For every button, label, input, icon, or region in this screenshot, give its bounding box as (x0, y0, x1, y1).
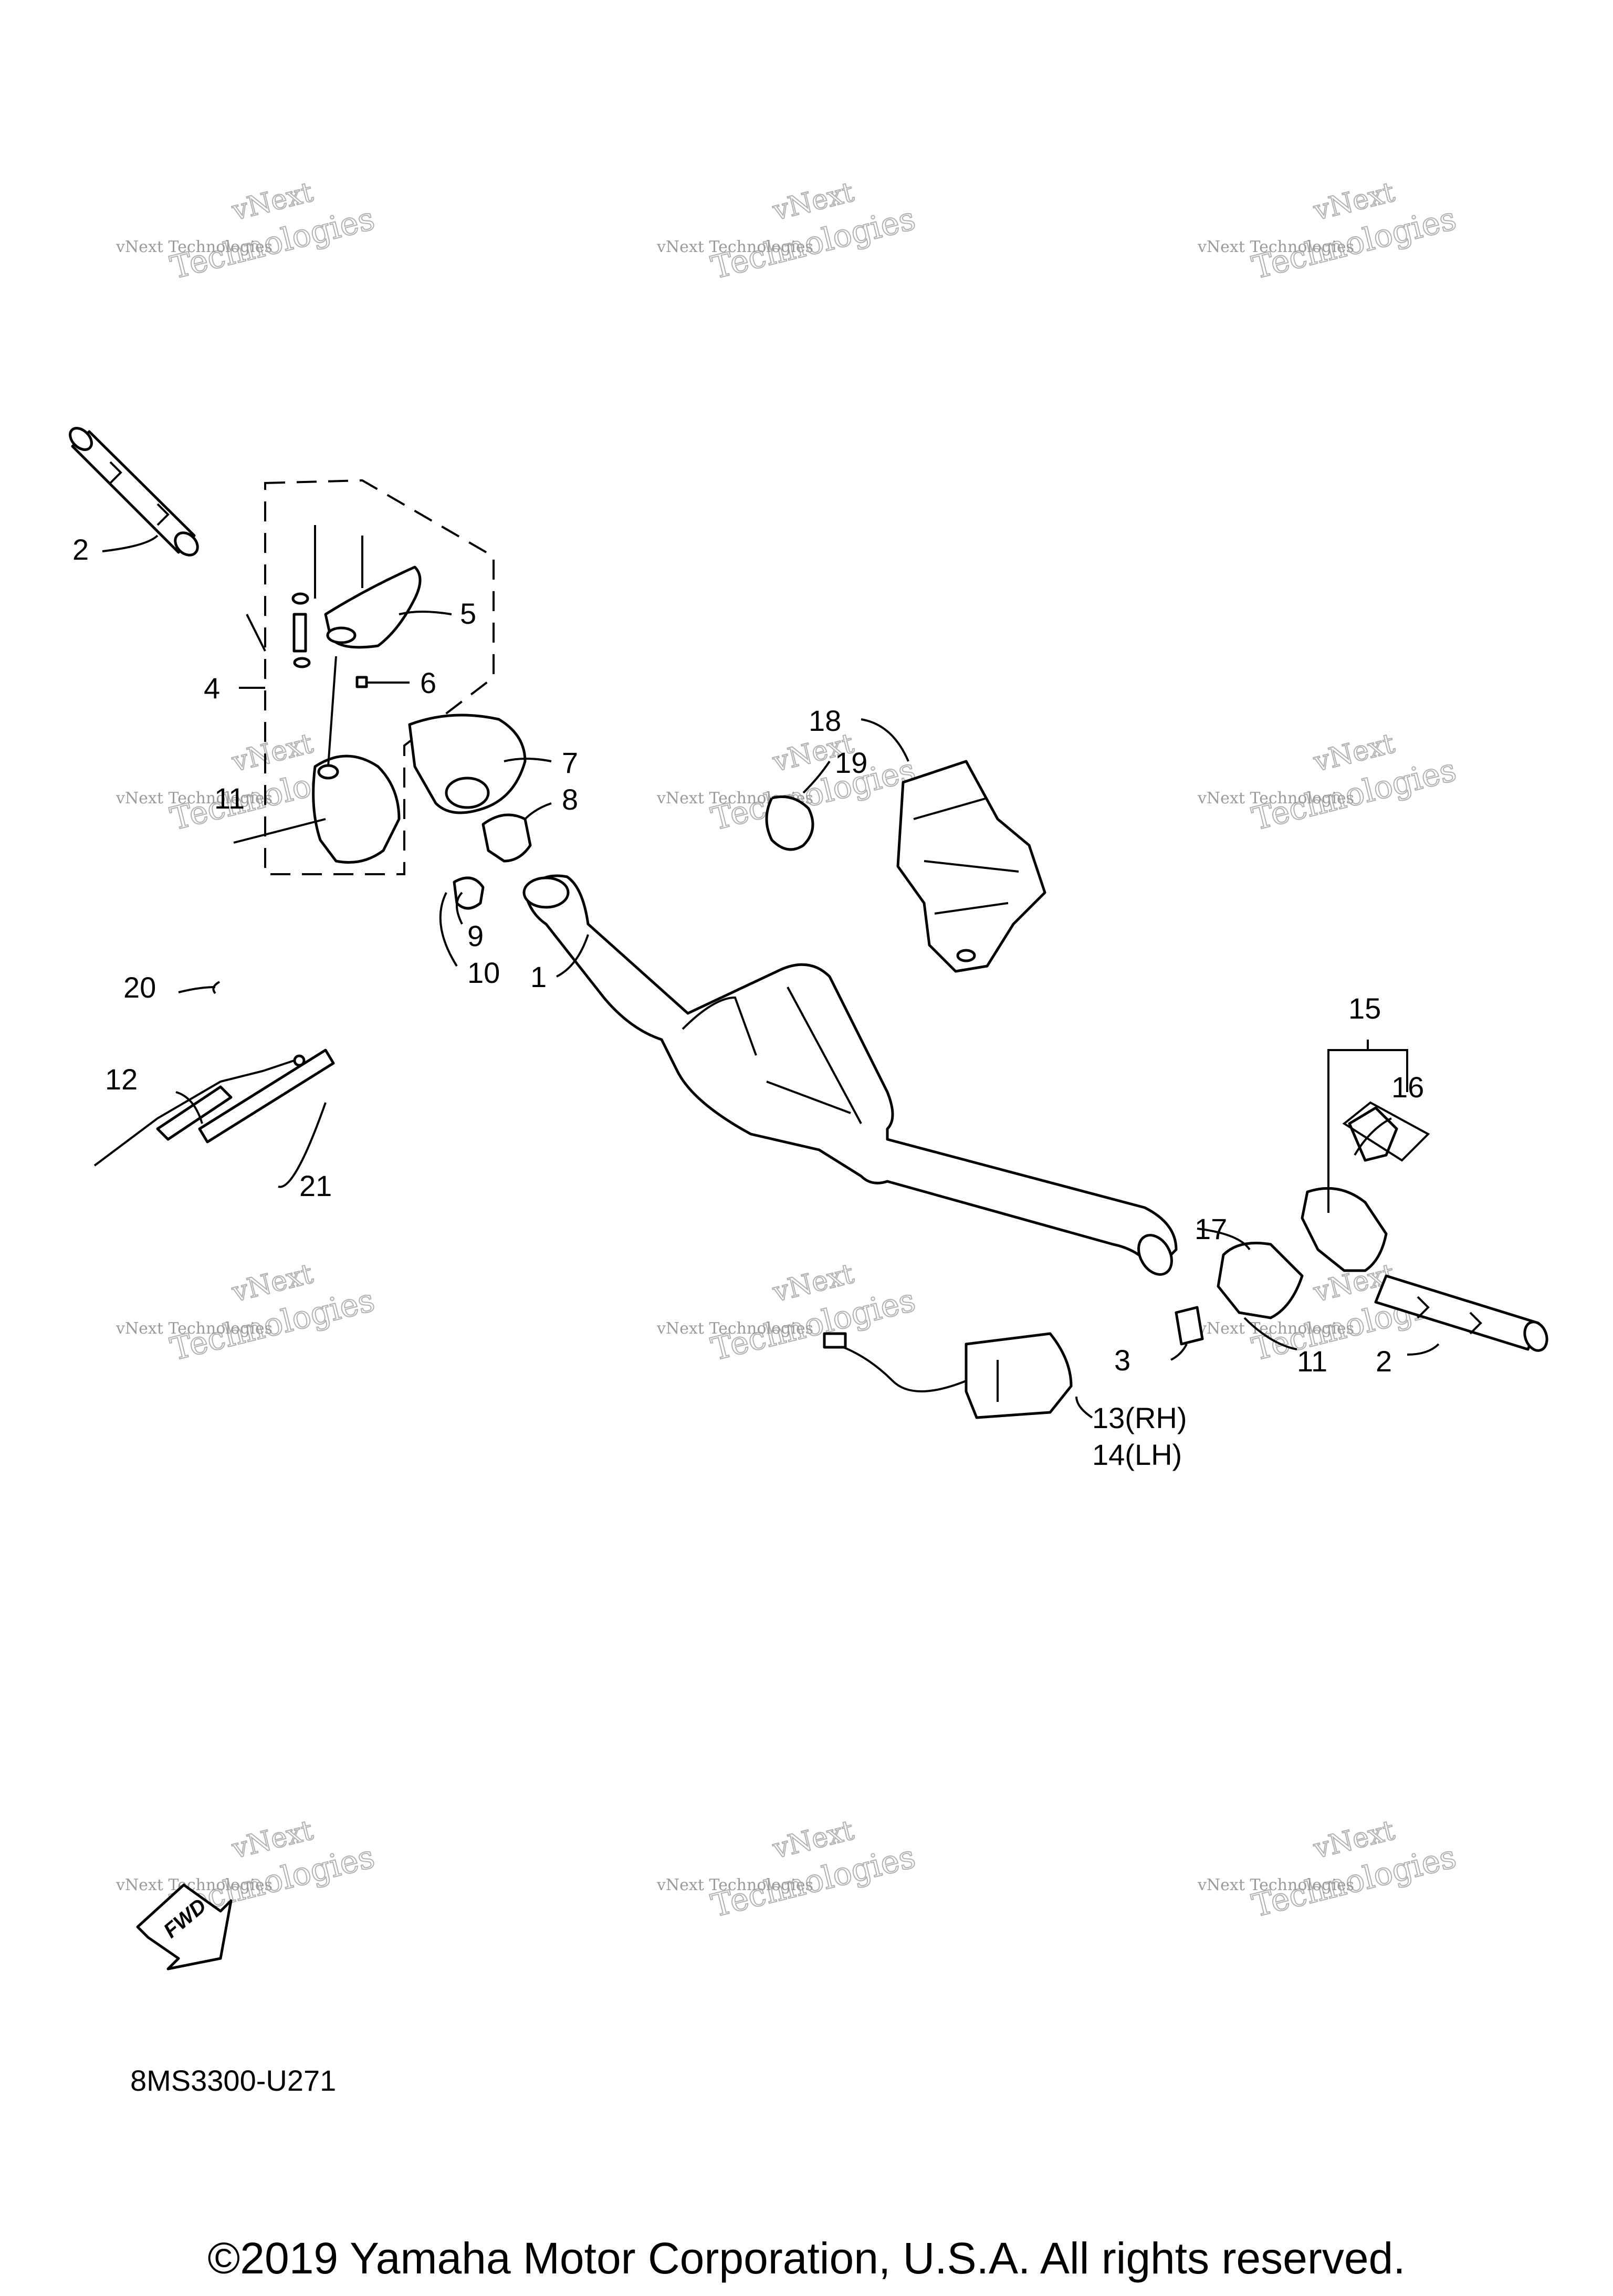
callout-2-right: 2 (1376, 1345, 1392, 1378)
callout-7: 7 (562, 746, 578, 779)
callout-11-right: 11 (1297, 1345, 1327, 1378)
leader-lines (102, 534, 1440, 1419)
copyright: ©2019 Yamaha Motor Corporation, U.S.A. A… (207, 2234, 1405, 2283)
bar-end-3 (1175, 1306, 1204, 1346)
watermark-vnext-technologies: vNext Technologies (116, 1319, 273, 1338)
clamp-assembly-18 (896, 760, 1046, 973)
watermark-vnext-technologies: vNext Technologies (1197, 1319, 1354, 1338)
callout-2-left: 2 (72, 533, 89, 566)
watermark-vnext-technologies: vNext Technologies (1197, 789, 1354, 808)
grip-right (1374, 1274, 1548, 1352)
diagram-code: 8MS3300-U271 (130, 2064, 336, 2097)
watermark-vnext-technologies: vNext Technologies (1197, 1876, 1354, 1894)
handlebar (522, 874, 1178, 1276)
throttle-lever (291, 525, 422, 688)
callout-17: 17 (1195, 1212, 1227, 1245)
watermark-vnext-technologies: vNext Technologies (656, 1319, 813, 1338)
watermark-vnext-technologies: vNext Technologies (656, 1876, 813, 1894)
callout-12: 12 (105, 1063, 138, 1096)
callout-11-left: 11 (214, 782, 245, 815)
callout-9: 9 (467, 919, 484, 952)
callout-6: 6 (420, 666, 436, 699)
callout-14: 14(LH) (1092, 1438, 1182, 1471)
throttle-housing (233, 656, 401, 864)
callout-1: 1 (530, 960, 547, 993)
fwd-arrow-icon: FWD (136, 1883, 233, 1970)
box-16 (1342, 1101, 1430, 1162)
callout-3: 3 (1114, 1344, 1130, 1377)
callout-5: 5 (460, 597, 476, 630)
callout-15: 15 (1348, 992, 1381, 1025)
grip-left (69, 427, 199, 557)
watermark-vnext-technologies: vNext Technologies (1197, 238, 1354, 256)
callout-8: 8 (562, 783, 578, 816)
callout-labels: 1 2 2 3 4 5 6 7 8 9 10 11 11 12 13(RH) 1… (72, 533, 1424, 1471)
callout-19: 19 (835, 746, 867, 779)
assembly-4-boundary (264, 479, 495, 875)
watermark-vnext-technologies: vNext Technologies (656, 238, 813, 256)
callout-10: 10 (467, 956, 500, 989)
switch-housing-13 (823, 1332, 1073, 1419)
callout-13: 13(RH) (1092, 1401, 1187, 1434)
callout-16: 16 (1391, 1071, 1424, 1104)
callout-20: 20 (123, 971, 156, 1004)
switch-assembly-15 (1301, 1106, 1398, 1272)
circlip-19 (765, 795, 814, 851)
watermark-vnext-technologies: vNext Technologies (116, 238, 273, 256)
switch-9 (453, 876, 485, 910)
bracket-15 (1327, 1040, 1408, 1213)
sleeve-21 (198, 1049, 335, 1144)
callout-18: 18 (809, 704, 841, 737)
cover-17 (1217, 1242, 1304, 1319)
callout-21: 21 (299, 1169, 332, 1202)
switch-cover (408, 714, 527, 814)
watermark-vnext-technologies: vNext Technologies (116, 789, 273, 808)
clamp-8 (481, 813, 532, 863)
callout-4: 4 (204, 672, 220, 705)
